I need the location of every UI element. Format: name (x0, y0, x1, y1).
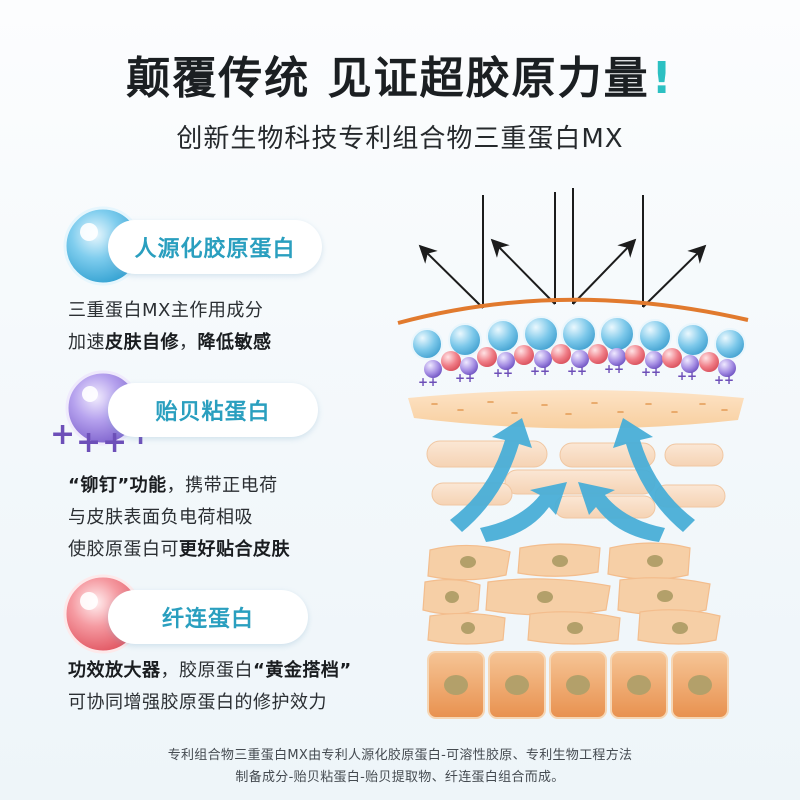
basal-cells (427, 651, 729, 719)
plus-icon: + (614, 362, 624, 376)
desc-text: 与皮肤表面负电荷相吸 (68, 507, 253, 528)
desc-highlight: “黄金搭档” (253, 660, 352, 681)
page-title-text: 颠覆传统 见证超胶原力量 (126, 53, 650, 104)
plus-icon: + (651, 365, 661, 379)
desc-text: ，胶原蛋白 (160, 660, 253, 681)
footnote-line-2: 制备成分-贻贝粘蛋白-贻贝提取物、纤连蛋白组合而成。 (235, 770, 565, 785)
penetration-arrows (450, 418, 695, 542)
desc-line: 三重蛋白MX主作用成分 (68, 295, 272, 327)
desc-highlight: 降低敏感 (197, 332, 272, 353)
page-title-exclamation: ! (651, 53, 674, 104)
label-fibronectin: 纤连蛋白 (108, 590, 308, 644)
plus-icon: + (428, 375, 438, 389)
plus-icon: + (724, 373, 734, 387)
desc-line: 使胶原蛋白可更好贴合皮肤 (68, 534, 290, 566)
stratum-corneum-layer (408, 390, 744, 429)
plus-icon: + (50, 417, 76, 452)
plus-icon: + (604, 362, 614, 376)
plus-icon: + (567, 364, 577, 378)
page-subtitle: 创新生物科技专利组合物三重蛋白MX (176, 124, 624, 154)
plus-icon: + (76, 425, 102, 460)
desc-highlight: 皮肤自修 (105, 332, 179, 353)
desc-text: 三重蛋白MX主作用成分 (68, 300, 264, 321)
plus-icon: + (687, 369, 697, 383)
desc-highlight: “铆钉”功能 (68, 475, 167, 496)
plus-icon: + (465, 371, 475, 385)
plus-icon: + (530, 364, 540, 378)
label-humanized-collagen: 人源化胶原蛋白 (108, 220, 322, 274)
reflected-ray (572, 238, 637, 305)
desc-line: 与皮肤表面负电荷相吸 (68, 502, 290, 534)
spinous-cells (422, 542, 721, 645)
reflection-arrows (418, 188, 707, 309)
desc-highlight: 功效放大器 (68, 660, 161, 681)
footnote-line-1: 专利组合物三重蛋白MX由专利人源化胶原蛋白-可溶性胶原、专利生物工程方法 (167, 748, 633, 763)
desc-line: “铆钉”功能，携带正电荷 (68, 470, 290, 502)
plus-icon: + (540, 364, 550, 378)
plus-icon: + (455, 371, 465, 385)
desc-line: 功效放大器，胶原蛋白“黄金搭档” (68, 655, 352, 687)
desc-line: 可协同增强胶原蛋白的修护效力 (68, 687, 352, 719)
desc-humanized-collagen: 三重蛋白MX主作用成分加速皮肤自修，降低敏感 (68, 295, 272, 359)
plus-icon: + (418, 375, 428, 389)
plus-icon: + (577, 364, 587, 378)
skin-surface-line (397, 297, 749, 325)
desc-text: ，携带正电荷 (166, 475, 278, 496)
desc-mussel-adhesive-protein: “铆钉”功能，携带正电荷与皮肤表面负电荷相吸使胶原蛋白可更好贴合皮肤 (68, 470, 290, 566)
reflected-ray (490, 238, 556, 305)
positive-charge-icons: + + + + (50, 410, 160, 460)
desc-fibronectin: 功效放大器，胶原蛋白“黄金搭档” 可协同增强胶原蛋白的修护效力 (68, 655, 352, 719)
page-title: 颠覆传统 见证超胶原力量! (0, 42, 800, 106)
desc-text: 可协同增强胶原蛋白的修护效力 (68, 692, 327, 713)
plus-icon: + (493, 366, 503, 380)
desc-highlight: 更好贴合皮肤 (179, 539, 290, 560)
fibronectin-mussel-layer: ++++ ++++ ++++ ++++ ++ (418, 344, 736, 389)
desc-text: ， (179, 332, 198, 353)
desc-text: 加速 (68, 332, 105, 353)
desc-text: 使胶原蛋白可 (68, 539, 179, 560)
plus-icon: + (714, 373, 724, 387)
plus-icon: + (677, 369, 687, 383)
reflected-ray (418, 244, 484, 309)
reflected-ray (642, 244, 707, 308)
desc-line: 加速皮肤自修，降低敏感 (68, 327, 272, 359)
plus-icon: + (641, 365, 651, 379)
plus-icon: + (503, 366, 513, 380)
label-mussel-adhesive-protein: 贻贝粘蛋白 (108, 383, 318, 437)
